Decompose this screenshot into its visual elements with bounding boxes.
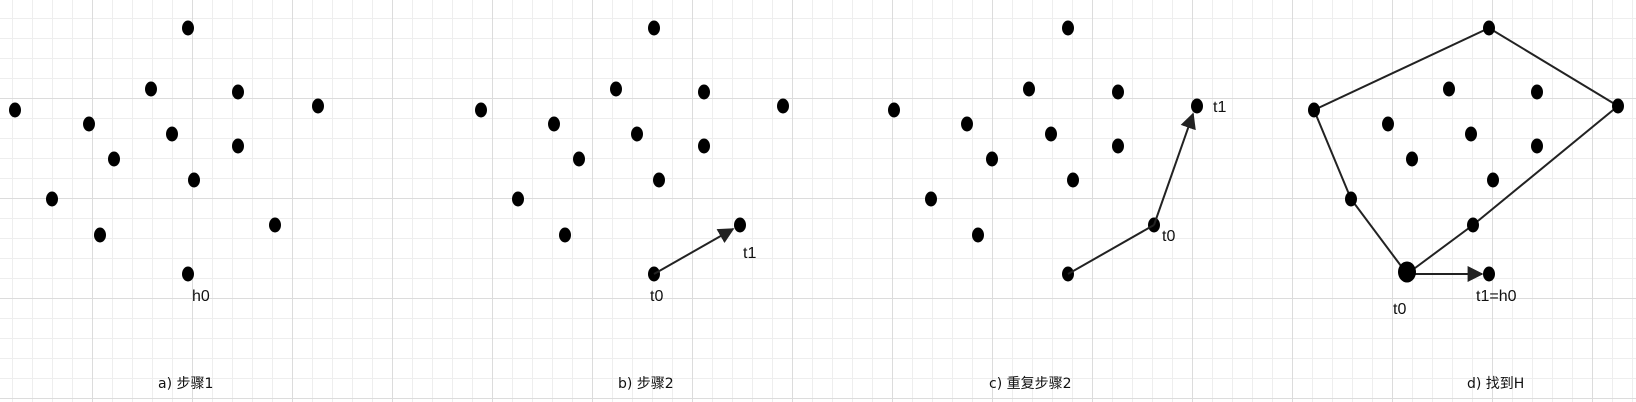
point [1483,266,1495,282]
point [925,191,937,207]
point [653,172,665,188]
point [734,217,746,233]
point [312,98,324,114]
point [888,102,900,118]
edge-arrow [1153,112,1196,226]
point [1308,102,1320,118]
point [610,81,622,97]
point [269,217,281,233]
point [232,84,244,100]
point-label: h0 [192,288,210,305]
point [1487,172,1499,188]
panel-b: t1 t0 b) 步骤2 [475,20,789,392]
point [698,84,710,100]
point [512,191,524,207]
panel-caption: b) 步骤2 [618,376,674,392]
point [1382,116,1394,132]
point [475,102,487,118]
point-label: t0 [1393,301,1406,318]
point [182,20,194,36]
point [559,227,571,243]
point [1062,20,1074,36]
point-label: t1=h0 [1476,288,1517,305]
point [648,20,660,36]
point [1467,217,1479,233]
point [1345,191,1357,207]
point [1612,98,1624,114]
point [1112,84,1124,100]
point [548,116,560,132]
point [182,266,194,282]
convex-hull [1312,26,1620,275]
point [631,126,643,142]
point [777,98,789,114]
point [9,102,21,118]
point-start [1398,261,1416,283]
points [888,20,1203,282]
point [166,126,178,142]
point [1045,126,1057,142]
points [9,20,324,282]
point [1191,98,1203,114]
panel-caption: a) 步骤1 [158,376,213,392]
point [145,81,157,97]
point-label: t0 [650,288,663,305]
panel-d: t0 t1=h0 d) 找到H [1308,20,1624,392]
point [1112,138,1124,154]
point [1531,138,1543,154]
point [1406,151,1418,167]
point [986,151,998,167]
point [83,116,95,132]
point [961,116,973,132]
point [94,227,106,243]
panel-caption: d) 找到H [1467,376,1524,392]
point-label: t1 [743,245,756,262]
point-label: t0 [1162,228,1175,245]
panel-c: t1 t0 c) 重复步骤2 [888,20,1226,392]
point [573,151,585,167]
points [1308,20,1624,283]
point [972,227,984,243]
point [1531,84,1543,100]
point [108,151,120,167]
point-label: t1 [1213,99,1226,116]
panel-a: h0 a) 步骤1 [9,20,324,392]
point [232,138,244,154]
point [1483,20,1495,36]
edge-arrow [653,228,735,275]
edge [1067,224,1155,275]
point [188,172,200,188]
panel-caption: c) 重复步骤2 [989,375,1072,392]
point [698,138,710,154]
point [1443,81,1455,97]
points [475,20,789,282]
point [1465,126,1477,142]
point [46,191,58,207]
point [1023,81,1035,97]
point [1067,172,1079,188]
